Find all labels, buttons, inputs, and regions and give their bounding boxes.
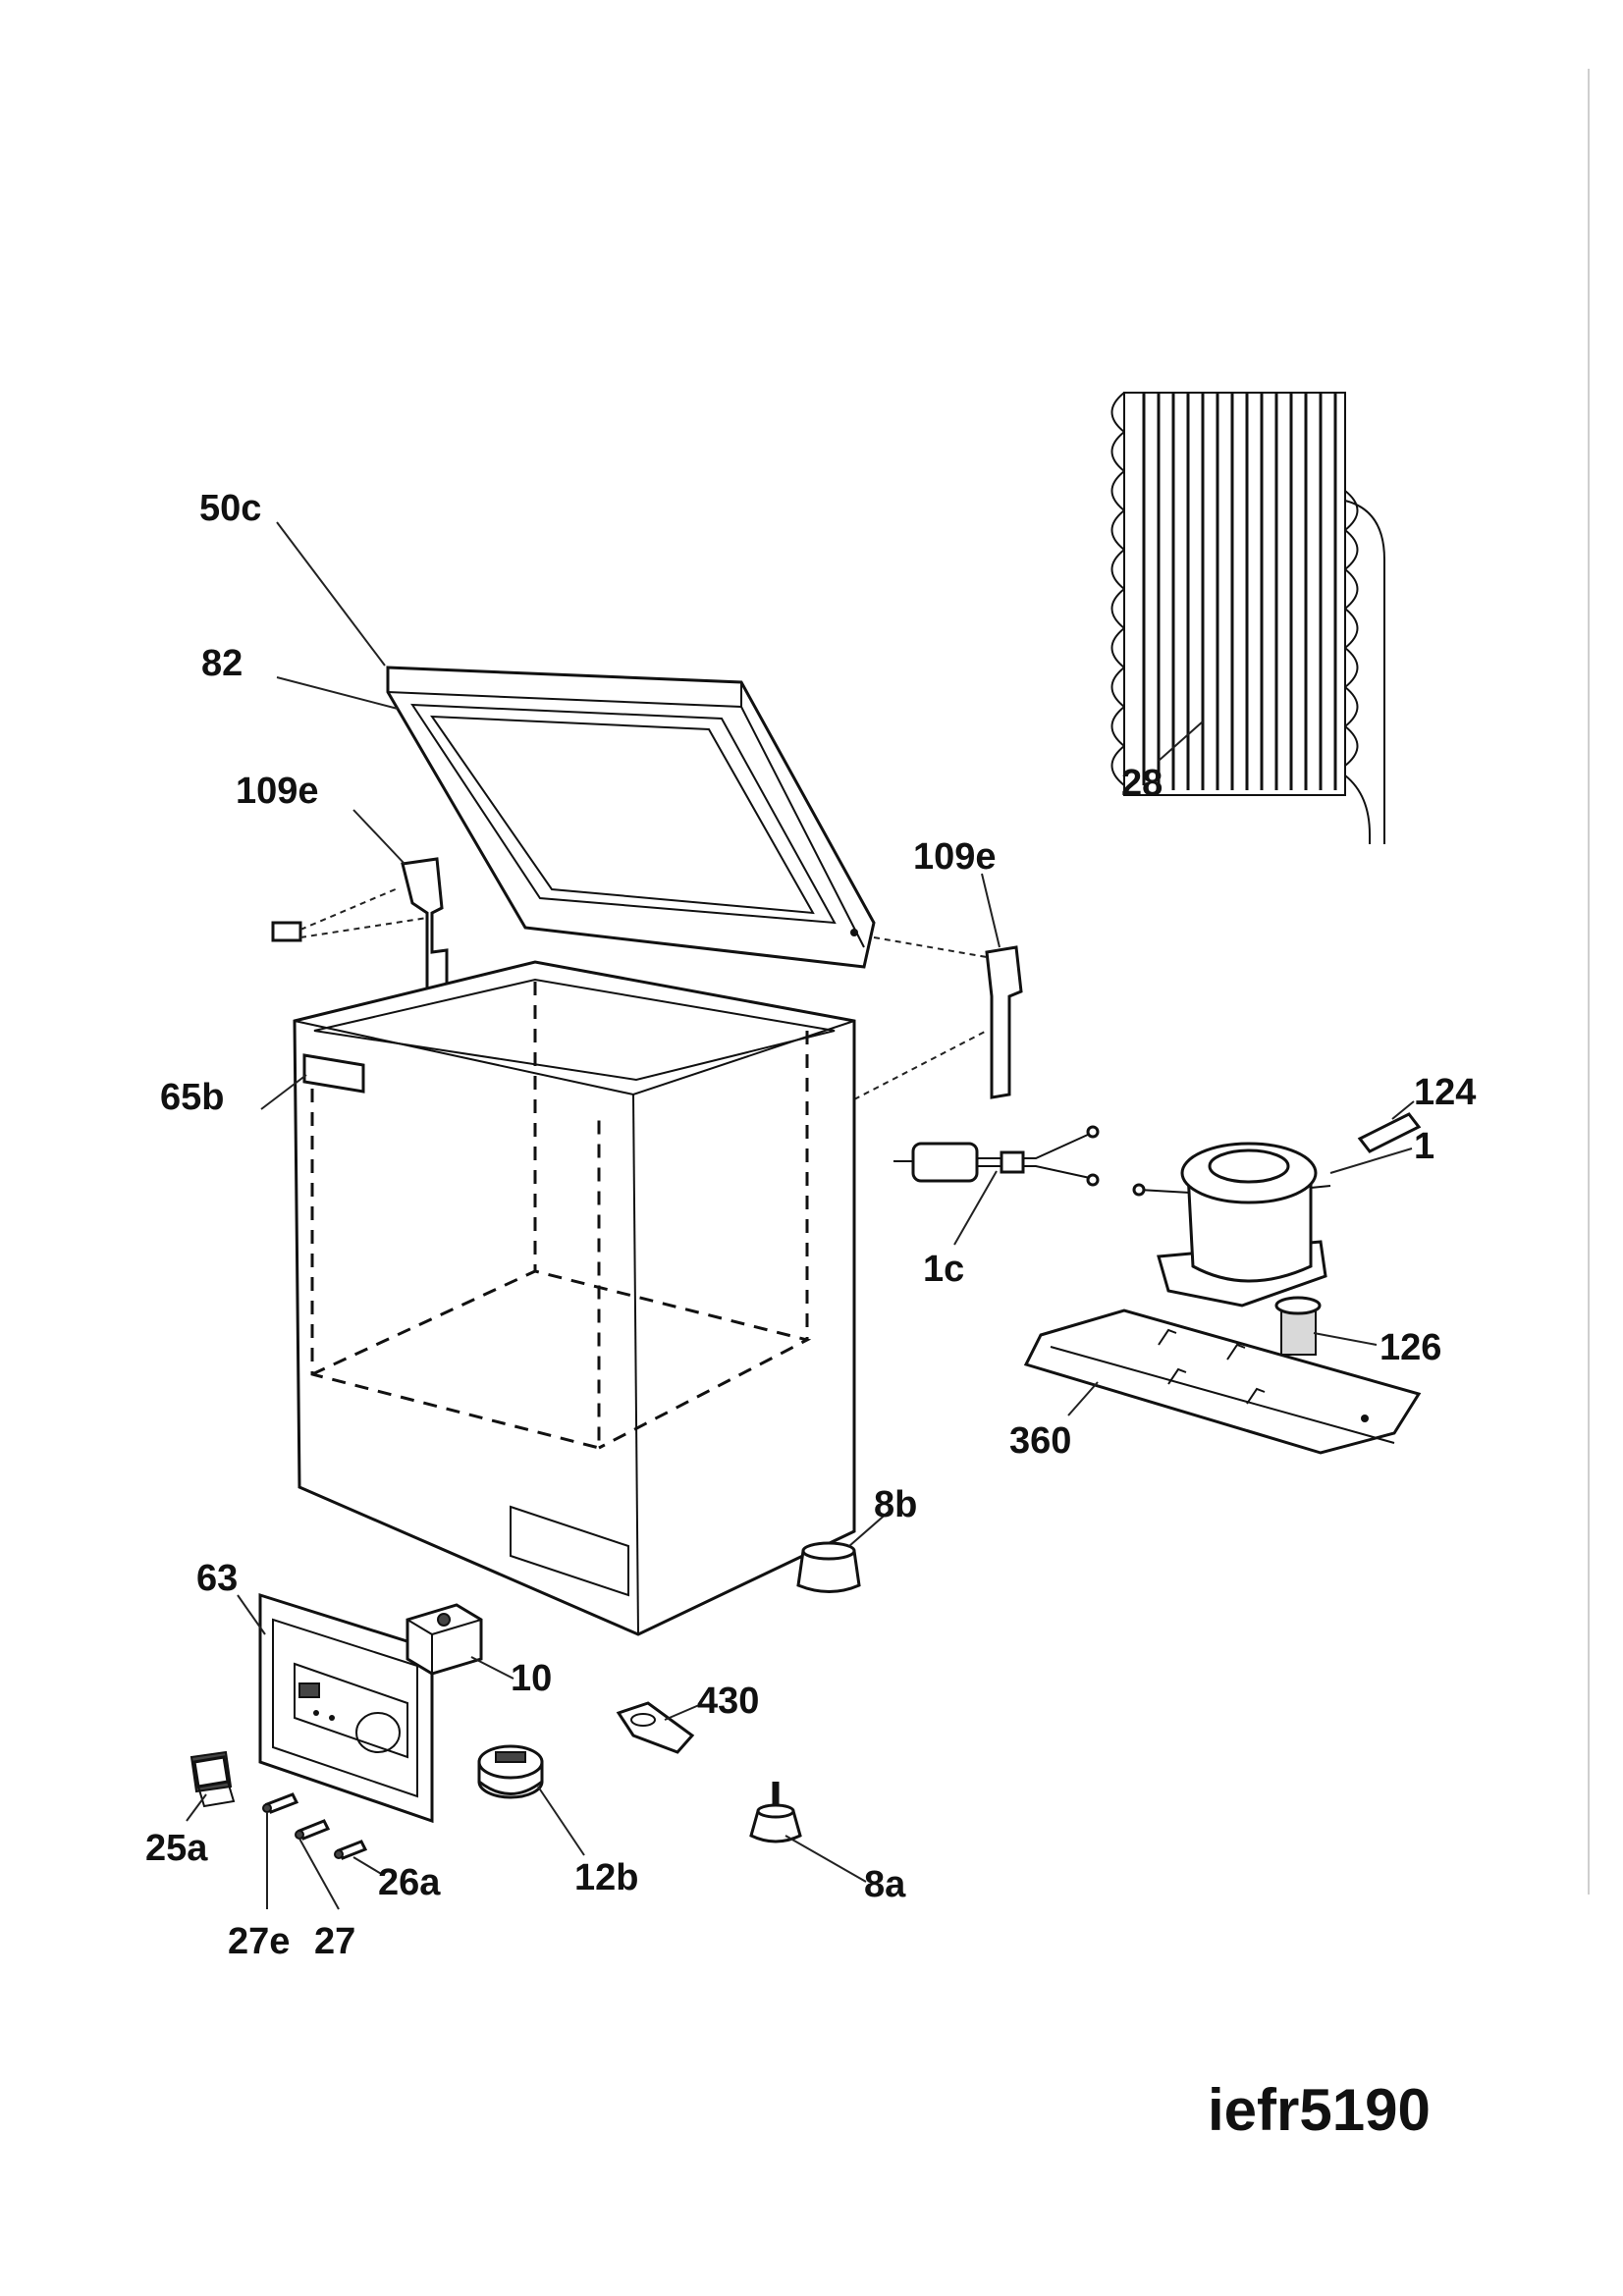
condenser-part xyxy=(1110,392,1385,844)
part-label-360: 360 xyxy=(1009,1420,1071,1462)
cable-capacitor-part xyxy=(893,1125,1100,1187)
part-label-10: 10 xyxy=(511,1658,552,1699)
part-label-27: 27 xyxy=(314,1921,355,1962)
part-label-124: 124 xyxy=(1414,1072,1476,1113)
base-plate-part xyxy=(1023,1308,1422,1455)
part-label-126: 126 xyxy=(1380,1327,1441,1368)
connector-tube-part xyxy=(1357,1112,1422,1153)
part-label-8a: 8a xyxy=(864,1864,906,1905)
switch-part xyxy=(189,1750,236,1808)
leader-lines xyxy=(186,521,1415,1910)
hinge-cover-part xyxy=(616,1701,695,1754)
part-label-82: 82 xyxy=(201,643,243,684)
lid-part xyxy=(386,666,876,969)
part-label-12b: 12b xyxy=(574,1857,638,1898)
part-label-26a: 26a xyxy=(378,1862,441,1903)
part-label-65b: 65b xyxy=(160,1077,224,1118)
part-label-25a: 25a xyxy=(145,1828,208,1869)
part-label-109e-left: 109e xyxy=(236,771,319,812)
part-label-1c: 1c xyxy=(923,1249,964,1290)
model-code: iefr5190 xyxy=(1208,2077,1431,2143)
thermostat-part xyxy=(406,1603,483,1676)
control-panel-part xyxy=(258,1592,434,1824)
indicator-pins-part xyxy=(262,1792,368,1860)
part-label-28: 28 xyxy=(1121,763,1163,804)
part-label-1: 1 xyxy=(1414,1126,1434,1167)
part-label-63: 63 xyxy=(196,1558,238,1599)
foot-8b-part xyxy=(796,1541,861,1593)
part-label-50c: 50c xyxy=(199,488,261,529)
hinge-left-part xyxy=(271,857,449,998)
part-label-8b: 8b xyxy=(874,1484,917,1525)
part-label-27e: 27e xyxy=(228,1921,290,1962)
grommet-part xyxy=(1274,1296,1322,1356)
knob-part xyxy=(477,1744,544,1799)
cabinet-body-part xyxy=(293,960,856,1636)
part-label-109e-right: 109e xyxy=(913,836,997,878)
part-label-430: 430 xyxy=(697,1681,759,1722)
compressor-part xyxy=(1132,1142,1331,1308)
adjustable-foot-part xyxy=(749,1782,802,1843)
hinge-right-part xyxy=(853,936,1023,1100)
